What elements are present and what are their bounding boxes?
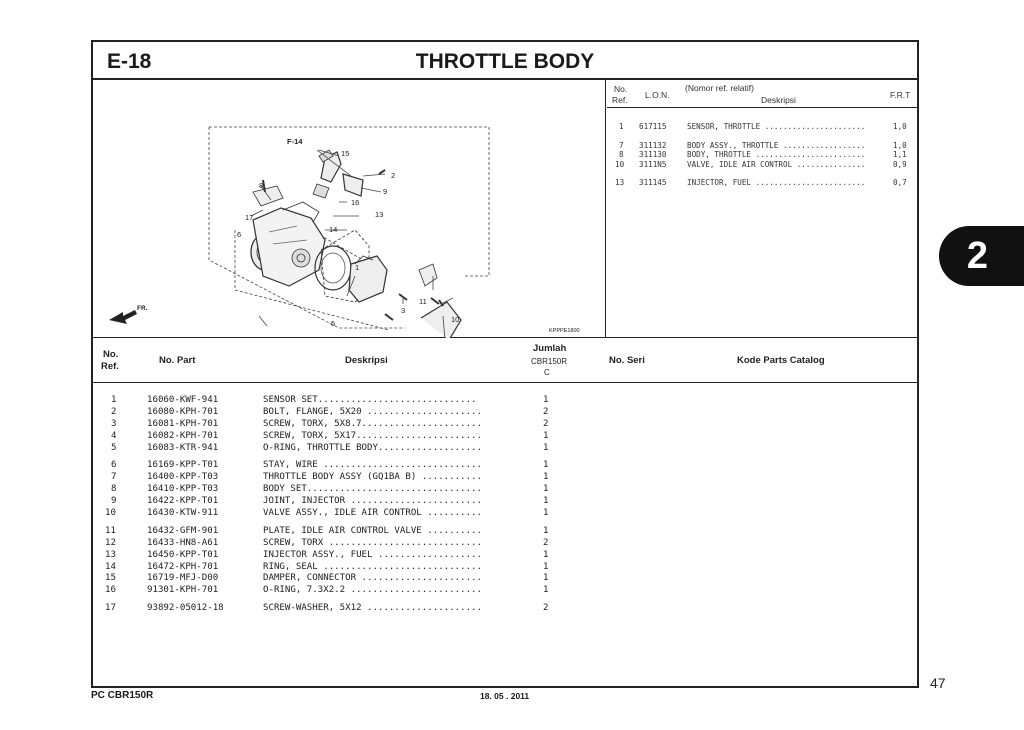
- figure-ref-label: F-14: [287, 137, 303, 146]
- diagram-svg: F-14 FR. KPPPE1800 15 2 9 16 8 13 17 14 …: [109, 126, 580, 338]
- page-title: THROTTLE BODY: [415, 50, 595, 73]
- callout-8: 8: [259, 181, 263, 190]
- col-catalog: Kode Parts Catalog: [737, 355, 825, 366]
- labor-row: 10 3111N5 VALVE, IDLE AIR CONTROL ......…: [615, 159, 907, 169]
- header-ref: Ref.: [612, 95, 628, 105]
- col-ref: Ref.: [101, 361, 119, 372]
- section-code: E-18: [107, 50, 152, 73]
- labor-row: 13 311145 INJECTOR, FUEL ...............…: [615, 178, 907, 188]
- labor-row: 8 311130 BODY, THROTTLE ................…: [619, 150, 907, 160]
- footer-date: 18. 05 . 2011: [480, 691, 530, 701]
- labor-table: No. Ref. L.O.N. (Nomor ref. relatif) Des…: [607, 80, 917, 338]
- col-part: No. Part: [159, 355, 196, 366]
- col-qty: Jumlah: [533, 343, 567, 354]
- callout-11: 11: [419, 297, 427, 306]
- callout-13: 13: [375, 210, 383, 219]
- section-tab: 2: [939, 226, 1024, 286]
- header-desc: Deskripsi: [761, 95, 796, 105]
- upper-section: F-14 FR. KPPPE1800 15 2 9 16 8 13 17 14 …: [93, 80, 917, 338]
- callout-14: 14: [329, 225, 337, 234]
- page-number: 47: [930, 675, 946, 691]
- labor-table-header: No. Ref. L.O.N. (Nomor ref. relatif) Des…: [607, 80, 917, 108]
- header-frt: F.R.T: [890, 90, 911, 100]
- col-desc: Deskripsi: [345, 355, 388, 366]
- exploded-diagram: F-14 FR. KPPPE1800 15 2 9 16 8 13 17 14 …: [93, 80, 606, 338]
- col-seri: No. Seri: [609, 355, 645, 366]
- callout-10: 10: [451, 315, 459, 324]
- labor-row: 1 617115 SENSOR, THROTTLE ..............…: [619, 122, 907, 131]
- callout-7: 7: [267, 337, 271, 338]
- header-lon: L.O.N.: [645, 90, 670, 100]
- callout-17: 17: [245, 213, 253, 222]
- parts-table-header: No. Ref. No. Part Deskripsi Jumlah CBR15…: [93, 339, 917, 383]
- callout-15: 15: [341, 149, 349, 158]
- header-no: No.: [614, 84, 628, 94]
- col-type: C: [544, 368, 550, 377]
- labor-rows: 1 617115 SENSOR, THROTTLE ..............…: [607, 122, 917, 188]
- page-header: E-18 THROTTLE BODY: [93, 42, 917, 80]
- callout-1: 1: [355, 263, 359, 272]
- callout-5: 5: [331, 319, 335, 328]
- callout-9: 9: [383, 187, 387, 196]
- page-frame: E-18 THROTTLE BODY: [91, 40, 919, 688]
- col-no: No.: [103, 349, 119, 360]
- labor-row: 7 311132 BODY ASSY., THROTTLE ..........…: [619, 140, 907, 150]
- col-model: CBR150R: [531, 357, 568, 366]
- front-label: FR.: [137, 305, 148, 312]
- diagram-code: KPPPE1800: [549, 328, 580, 334]
- footer-model: PC CBR150R: [91, 690, 154, 701]
- header-nomor: (Nomor ref. relatif): [685, 83, 754, 93]
- callout-3a: 3: [401, 306, 405, 315]
- callout-16: 16: [351, 198, 359, 207]
- front-arrow-icon: [109, 310, 137, 324]
- callout-6: 6: [237, 230, 241, 239]
- callout-2: 2: [391, 171, 395, 180]
